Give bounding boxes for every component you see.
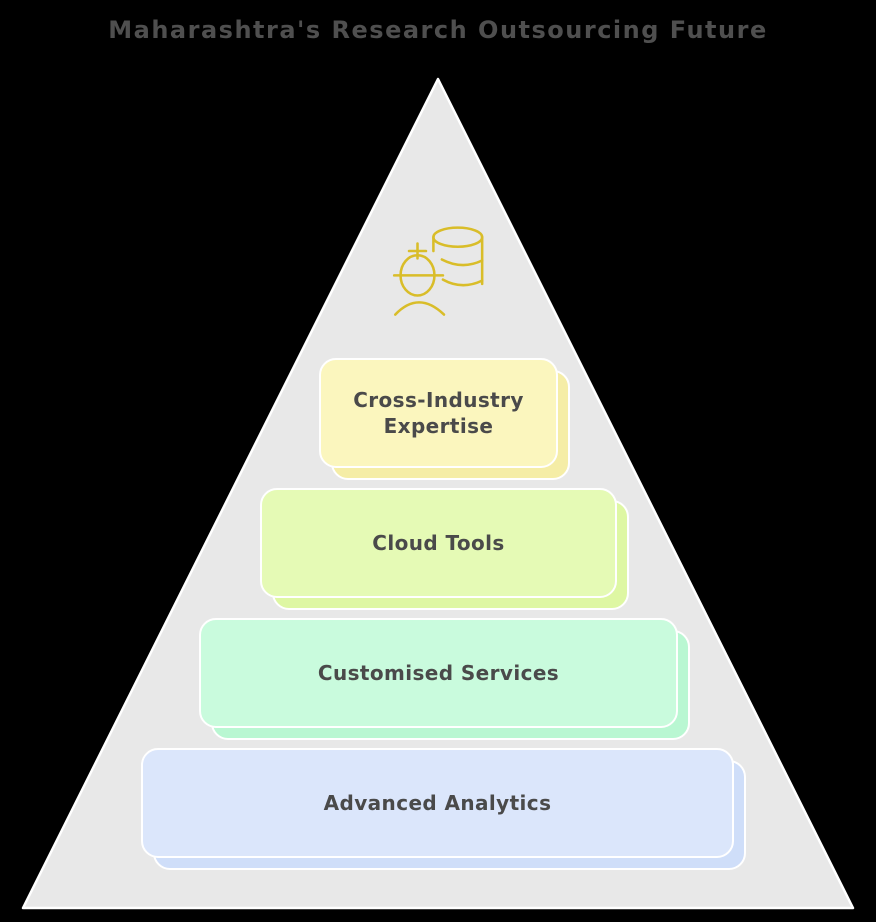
- level-label: Advanced Analytics: [323, 791, 552, 815]
- pyramid-level-cross-industry-expertise: Cross-Industry Expertise: [319, 358, 570, 480]
- level-label: Cross-Industry Expertise: [353, 388, 524, 438]
- pyramid-level-customised-services: Customised Services: [199, 618, 690, 740]
- person-database-icon-strokes: [392, 226, 484, 316]
- pyramid-level-advanced-analytics: Advanced Analytics: [141, 748, 746, 870]
- level-card: Cloud Tools: [260, 488, 617, 598]
- level-label: Customised Services: [317, 661, 560, 685]
- pyramid-level-cloud-tools: Cloud Tools: [260, 488, 629, 610]
- person-shoulders: [393, 301, 446, 316]
- level-card: Cross-Industry Expertise: [319, 358, 558, 468]
- database-bottom-arc: [441, 278, 484, 287]
- diagram-title: Maharashtra's Research Outsourcing Futur…: [108, 16, 768, 44]
- database-top-disc: [432, 226, 484, 249]
- level-card: Customised Services: [199, 618, 678, 728]
- level-label: Cloud Tools: [372, 531, 505, 555]
- database-middle-arc: [440, 258, 484, 267]
- level-card: Advanced Analytics: [141, 748, 734, 858]
- person-database-icon: [392, 226, 484, 316]
